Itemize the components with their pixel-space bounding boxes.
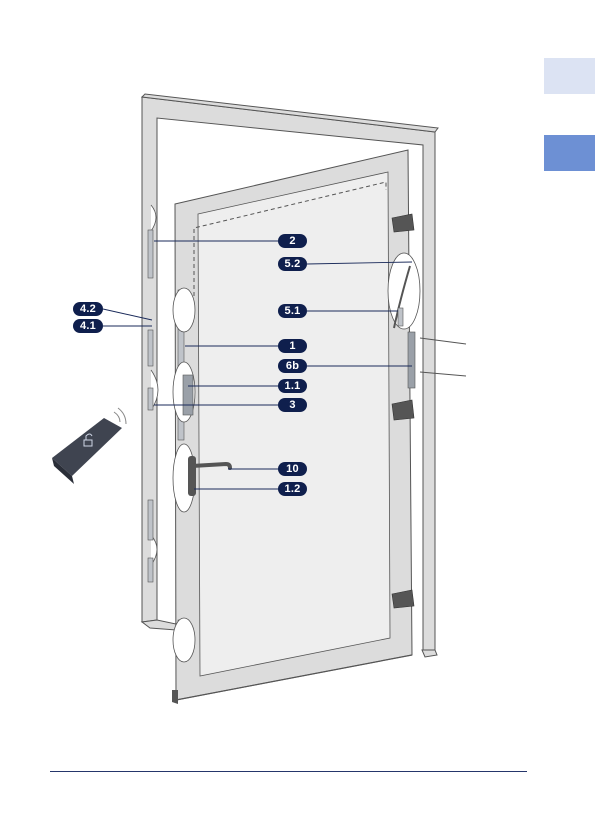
callout-3: 3 [278,398,307,412]
callout-6b: 6b [278,359,307,373]
callout-1: 1 [278,339,307,353]
callout-2: 2 [278,234,307,248]
callout-4-2: 4.2 [73,302,103,316]
callout-10: 10 [278,462,307,476]
callout-1-2: 1.2 [278,482,307,496]
callout-5-1: 5.1 [278,304,307,318]
callout-1-1: 1.1 [278,379,307,393]
nfc-key-fob-icon [52,408,126,484]
callout-4-1: 4.1 [73,319,103,333]
callout-5-2: 5.2 [278,257,307,271]
footer-rule [50,771,527,772]
wireless-signal-icon [114,408,126,424]
